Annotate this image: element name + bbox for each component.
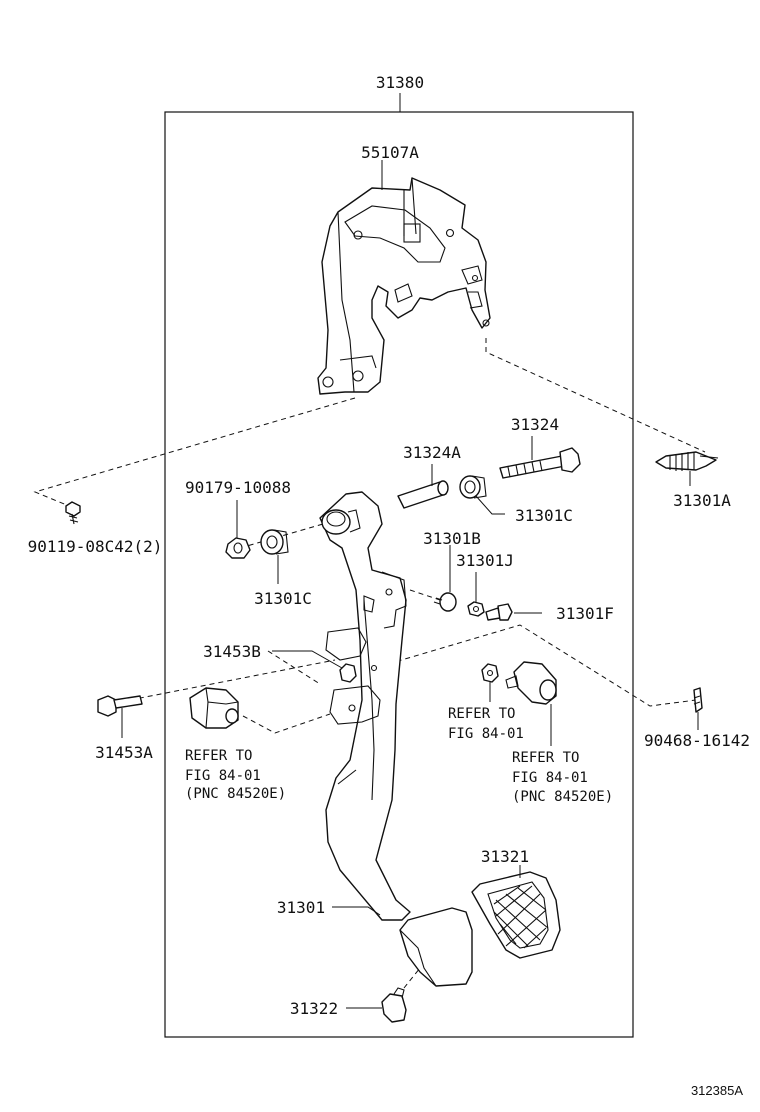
collar-label: 31324A: [403, 443, 461, 462]
screw-left-part: [65, 501, 81, 525]
bolt-part: [499, 447, 581, 479]
lever-label: 31301: [277, 898, 325, 917]
stopper-bottom-part: [381, 987, 407, 1023]
pad-part: [471, 871, 561, 959]
sensor-right-part: [505, 661, 557, 705]
lever-part: [319, 491, 411, 921]
stopper-f-label: 31301F: [556, 604, 614, 623]
cushion-a-label: 31453A: [95, 743, 153, 762]
ref-left-line2: FIG 84-01: [185, 768, 261, 784]
clip-right-part: [693, 687, 703, 713]
stopper-b-label: 31301B: [423, 529, 481, 548]
cushion-a-part: [97, 695, 143, 717]
lever-leader: [332, 906, 381, 916]
clip-end-label: 31301A: [673, 491, 731, 510]
bushing-left-label: 31301C: [254, 589, 312, 608]
dash-sensor-left: [242, 713, 331, 734]
cushion-b-label: 31453B: [203, 642, 261, 661]
stopper-bottom-label: 31322: [290, 999, 338, 1018]
ref-middle-line2: FIG 84-01: [448, 726, 524, 742]
bushing-left-part: [260, 529, 289, 555]
stopper-j-label: 31301J: [456, 551, 514, 570]
bracket-part: [317, 177, 491, 395]
bracket-label: 55107A: [361, 143, 419, 162]
bushing-right-part: [459, 475, 487, 499]
stopper-b-part: [433, 592, 457, 612]
collar-part: [397, 480, 449, 509]
nut-top-part: [225, 537, 251, 559]
screw-left-label: 90119-08C42(2): [28, 537, 163, 556]
cushion-b-leader: [272, 650, 343, 669]
cushion-b-part: [339, 663, 357, 683]
nut-top-label: 90179-10088: [185, 478, 291, 497]
bushing-right-label: 31301C: [515, 506, 573, 525]
figure-code: 312385A: [691, 1083, 743, 1098]
dash-stopper-bottom: [403, 967, 421, 989]
ref-right-line2: FIG 84-01: [512, 770, 588, 786]
stopper-f-part: [485, 603, 513, 621]
dash-cushion-b: [267, 650, 321, 685]
clip-right-label: 90468-16142: [644, 731, 750, 750]
dash-cushion-a: [129, 659, 336, 701]
ref-right-line1: REFER TO: [512, 750, 579, 766]
assembly-number-label: 31380: [376, 73, 424, 92]
dash-nut-top: [239, 521, 331, 549]
sensor-left-part: [189, 687, 239, 729]
stopper-j-part: [467, 601, 485, 617]
pad-label: 31321: [481, 847, 529, 866]
clip-end-part: [655, 451, 719, 471]
bushing-right-leader: [475, 495, 505, 515]
assembly-frame: [164, 111, 634, 1038]
dash-screw-left: [33, 397, 356, 509]
dash-clip-end: [485, 338, 706, 453]
bolt-label: 31324: [511, 415, 559, 434]
nut-middle-part: [481, 663, 499, 683]
ref-left-line3: (PNC 84520E): [185, 786, 286, 802]
pedal-plate-part: [399, 907, 473, 987]
ref-right-line3: (PNC 84520E): [512, 789, 613, 805]
ref-left-line1: REFER TO: [185, 748, 252, 764]
ref-middle-line1: REFER TO: [448, 706, 515, 722]
dash-stopper-b: [409, 589, 441, 601]
